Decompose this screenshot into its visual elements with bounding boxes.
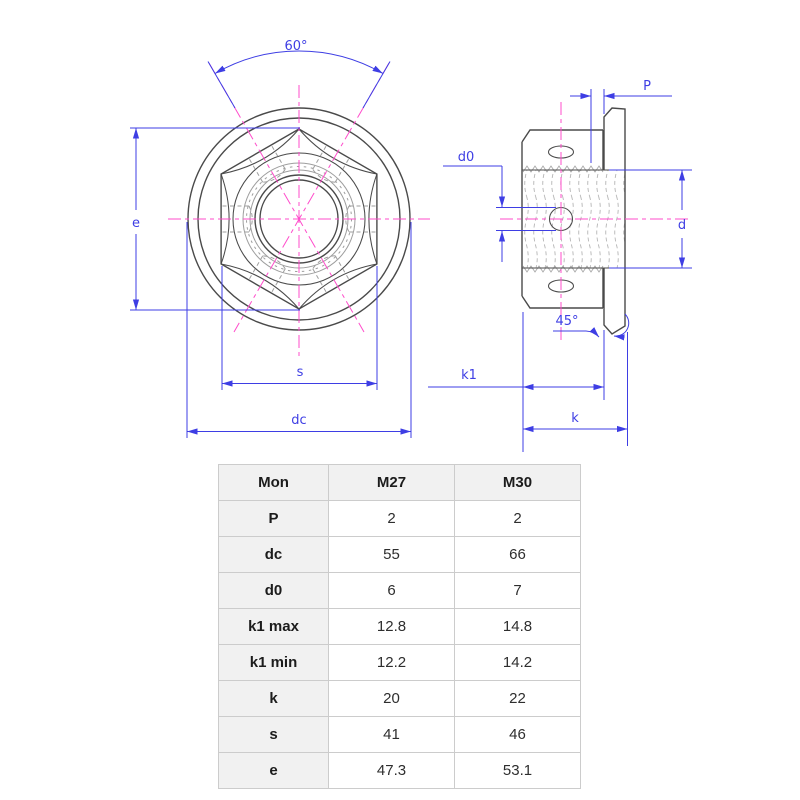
row-label: k1 min [218, 644, 329, 681]
table-row: k1 min 12.2 14.2 [218, 644, 581, 681]
table-header-m30: M30 [454, 464, 581, 501]
technical-drawing: 60° e s dc P d0 [130, 39, 692, 452]
table-row: d0 6 7 [218, 572, 581, 609]
front-centerlines [168, 62, 430, 356]
row-label: d0 [218, 572, 329, 609]
flange-plate-outline [603, 107, 626, 335]
front-view [168, 62, 430, 356]
cell-m30: 7 [454, 572, 581, 609]
dim-label-60deg: 60° [284, 39, 307, 54]
cell-m30: 46 [454, 716, 581, 753]
side-dimensions: P d0 d 45° k1 k [428, 79, 692, 452]
spec-table: Mon M27 M30 P 2 2 dc 55 66 d0 6 7 [218, 464, 581, 789]
table-row: P 2 2 [218, 500, 581, 537]
row-label: s [218, 716, 329, 753]
nut-body-outline [521, 129, 625, 309]
front-dimensions: 60° e s dc [130, 39, 412, 438]
table-row: s 41 46 [218, 716, 581, 753]
table-row: k 20 22 [218, 680, 581, 717]
dim-label-e: e [132, 216, 140, 231]
table-header-row: Mon M27 M30 [218, 464, 581, 501]
side-centerlines [500, 102, 690, 344]
dim-label-dc: dc [291, 413, 306, 428]
cell-m27: 41 [328, 716, 455, 753]
cell-m27: 12.8 [328, 608, 455, 645]
cell-m27: 47.3 [328, 752, 455, 789]
cell-m27: 2 [328, 500, 455, 537]
cell-m27: 6 [328, 572, 455, 609]
cell-m27: 20 [328, 680, 455, 717]
table-row: dc 55 66 [218, 536, 581, 573]
cell-m30: 53.1 [454, 752, 581, 789]
dim-label-p: P [643, 79, 651, 94]
row-label: P [218, 500, 329, 537]
dim-label-45deg: 45° [555, 314, 578, 329]
cell-m27: 12.2 [328, 644, 455, 681]
dim-label-d: d [678, 218, 686, 233]
dim-label-k1: k1 [461, 368, 477, 383]
cell-m30: 2 [454, 500, 581, 537]
side-view [500, 102, 690, 344]
row-label: k1 max [218, 608, 329, 645]
cell-m30: 14.2 [454, 644, 581, 681]
cell-m27: 55 [328, 536, 455, 573]
row-label: k [218, 680, 329, 717]
table-row: e 47.3 53.1 [218, 752, 581, 789]
table-row: k1 max 12.8 14.8 [218, 608, 581, 645]
hidden-cross-holes [222, 145, 376, 293]
dim-label-d0: d0 [458, 150, 475, 165]
dim-label-s: s [297, 365, 304, 380]
row-label: dc [218, 536, 329, 573]
table-header-mon: Mon [218, 464, 329, 501]
dim-label-k: k [571, 411, 579, 426]
cell-m30: 66 [454, 536, 581, 573]
cell-m30: 14.8 [454, 608, 581, 645]
table-header-m27: M27 [328, 464, 455, 501]
row-label: e [218, 752, 329, 789]
cell-m30: 22 [454, 680, 581, 717]
